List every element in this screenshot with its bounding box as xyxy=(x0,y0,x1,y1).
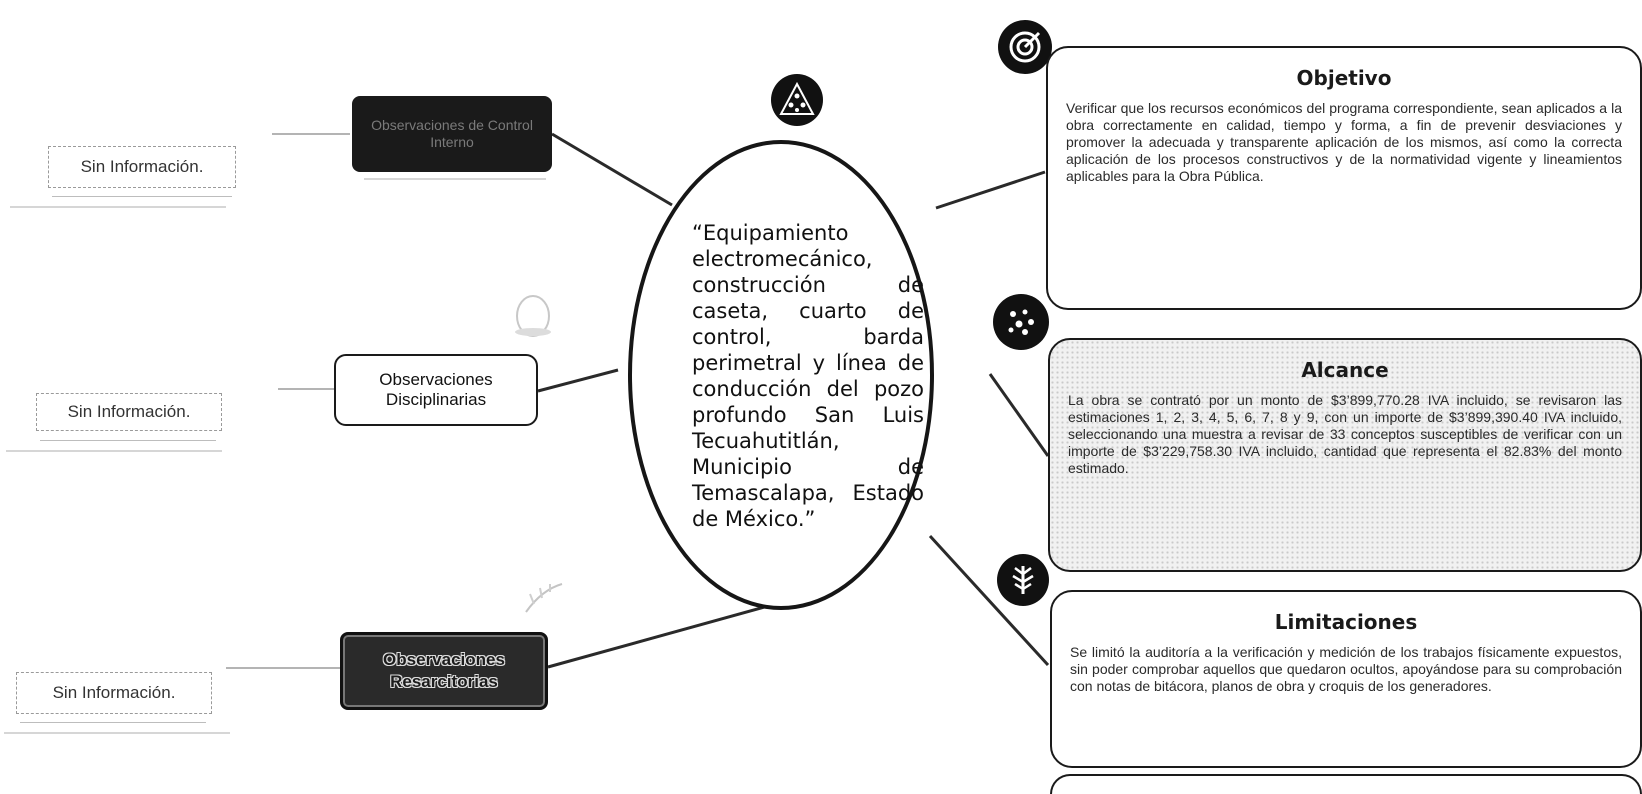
sin-informacion-box: Sin Información. xyxy=(36,393,222,431)
center-ellipse xyxy=(628,140,934,610)
resarcitorias-box: Observaciones Resarcitorias xyxy=(340,632,548,710)
target-icon xyxy=(998,20,1052,74)
sin-informacion-label: Sin Información. xyxy=(52,683,176,702)
divider xyxy=(52,196,232,197)
partial-panel-edge xyxy=(1050,774,1642,794)
objetivo-text: Verificar que los recursos económicos de… xyxy=(1066,100,1622,184)
limitaciones-text: Se limitó la auditoría a la verificación… xyxy=(1070,644,1622,694)
divider xyxy=(4,732,230,734)
connector-disciplinarias xyxy=(537,368,619,393)
egg-icon xyxy=(512,286,554,340)
sin-informacion-box: Sin Información. xyxy=(48,146,236,188)
divider xyxy=(40,440,216,441)
alcance-panel: Alcance La obra se contrató por un monto… xyxy=(1048,338,1642,572)
sin-informacion-label: Sin Información. xyxy=(80,157,204,176)
tree-icon xyxy=(997,554,1049,606)
divider xyxy=(6,450,222,452)
control-interno-box: Observaciones de Control Interno xyxy=(352,96,552,172)
sin-informacion-box: Sin Información. xyxy=(16,672,212,714)
objetivo-title: Objetivo xyxy=(1296,66,1392,90)
connector-resarcitorias xyxy=(547,598,791,669)
control-interno-label: Observaciones de Control Interno xyxy=(371,117,533,150)
center-title: “Equipamiento electromecánico, construcc… xyxy=(692,221,924,531)
disciplinarias-box: Observaciones Disciplinarias xyxy=(334,354,538,426)
divider xyxy=(364,178,546,180)
objetivo-panel: Objetivo Verificar que los recursos econ… xyxy=(1046,46,1642,310)
divider xyxy=(20,722,206,723)
alcance-text: La obra se contrató por un monto de $3’8… xyxy=(1068,392,1622,476)
disciplinarias-label: Observaciones Disciplinarias xyxy=(379,370,493,409)
resarcitorias-label: Observaciones Resarcitorias xyxy=(383,650,505,691)
connector-limitaciones xyxy=(928,534,1050,667)
divider xyxy=(10,206,226,208)
dots-icon xyxy=(993,294,1049,350)
connector-alcance xyxy=(988,373,1050,457)
feather-icon xyxy=(520,578,566,618)
pyramid-logo-icon xyxy=(771,74,823,126)
connector-objetivo xyxy=(935,170,1046,210)
limitaciones-title: Limitaciones xyxy=(1274,610,1418,634)
sin-informacion-label: Sin Información. xyxy=(67,402,191,421)
alcance-title: Alcance xyxy=(1301,358,1389,382)
connector-control-interno xyxy=(551,132,673,207)
limitaciones-panel: Limitaciones Se limitó la auditoría a la… xyxy=(1050,590,1642,768)
